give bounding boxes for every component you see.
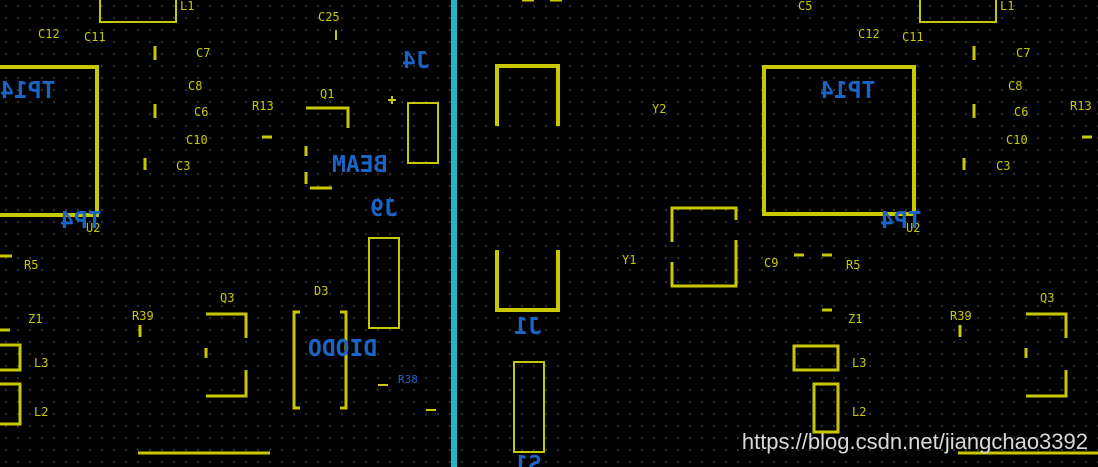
j1-upper-outline [495,64,560,126]
d3-outline [292,310,300,410]
label-c11-right: C11 [902,30,924,44]
label-r13: R13 [252,99,274,113]
l3-outline-right [792,344,840,372]
label-c6: C6 [194,105,209,119]
label-r39-right: R39 [950,309,972,323]
left-pcb-view[interactable]: C12 C11 L1 C25 C7 C8 C6 C10 C3 R13 Q1 U2… [0,0,451,467]
label-r13-right: R13 [1070,99,1092,113]
label-c8: C8 [188,79,203,93]
watermark-text: https://blog.csdn.net/jiangchao3392 [741,429,1088,454]
label-diodo: DIODO [308,336,378,362]
y1-outline [670,206,738,242]
right-pcb-view[interactable]: C5 L1 C12 C11 Y2 C7 C8 C6 C10 C3 R13 Y1 … [458,0,1098,467]
label-j9: J9 [370,196,398,222]
label-l1-right: L1 [1000,0,1015,13]
label-c7: C7 [196,46,211,60]
label-tp4: TP4 [60,208,102,234]
label-r5-right: R5 [846,258,861,272]
label-y2: Y2 [652,102,667,116]
label-q1: Q1 [320,87,335,101]
label-r39: R39 [132,309,154,323]
l2-outline-right [812,382,840,434]
label-c9: C9 [764,256,779,270]
right-silkscreen-graphics [495,0,1098,455]
top-component-outline [99,0,177,23]
label-u2: U2 [86,221,101,235]
j9-outline [368,237,400,329]
label-l2-right: L2 [852,405,867,419]
label-c11: C11 [84,30,106,44]
label-c12: C12 [38,27,60,41]
tp14-outline [0,65,99,217]
label-beam: BEAM [332,152,388,178]
label-r5: R5 [24,258,39,272]
label-s1: S1 [514,452,542,467]
q3-outline [206,312,248,338]
label-z1-right: Z1 [848,312,863,326]
label-tp4-right: TP4 [880,208,922,234]
label-l2: L2 [34,405,49,419]
label-j1: J1 [514,314,542,340]
label-c12-right: C12 [858,27,880,41]
label-z1: Z1 [28,312,43,326]
label-c6-right: C6 [1014,105,1029,119]
left-silkscreen-graphics [0,0,439,455]
label-tp14: TP14 [0,78,56,104]
label-r38: R38 [398,373,418,386]
label-d3: D3 [314,284,329,298]
label-q3-right: Q3 [1040,291,1055,305]
label-c10-right: C10 [1006,133,1028,147]
label-u2-right: U2 [906,221,921,235]
label-y1: Y1 [622,253,637,267]
label-c8-right: C8 [1008,79,1023,93]
j1-lower-outline [495,250,560,312]
label-j4: J4 [402,48,430,74]
view-divider[interactable] [451,0,457,467]
label-c10: C10 [186,133,208,147]
label-c3: C3 [176,159,191,173]
label-c5: C5 [798,0,813,13]
q1-outline [306,106,350,128]
label-c3-right: C3 [996,159,1011,173]
label-c7-right: C7 [1016,46,1031,60]
l3-outline [0,343,22,372]
j4-outline [407,102,439,164]
label-l3-right: L3 [852,356,867,370]
label-tp14-right: TP14 [820,78,876,104]
tp14-outline-right [762,65,916,216]
l2-outline [0,382,22,426]
label-l1: L1 [180,0,195,13]
label-q3: Q3 [220,291,235,305]
s1-outline [513,361,545,453]
label-l3: L3 [34,356,49,370]
label-c25: C25 [318,10,340,24]
